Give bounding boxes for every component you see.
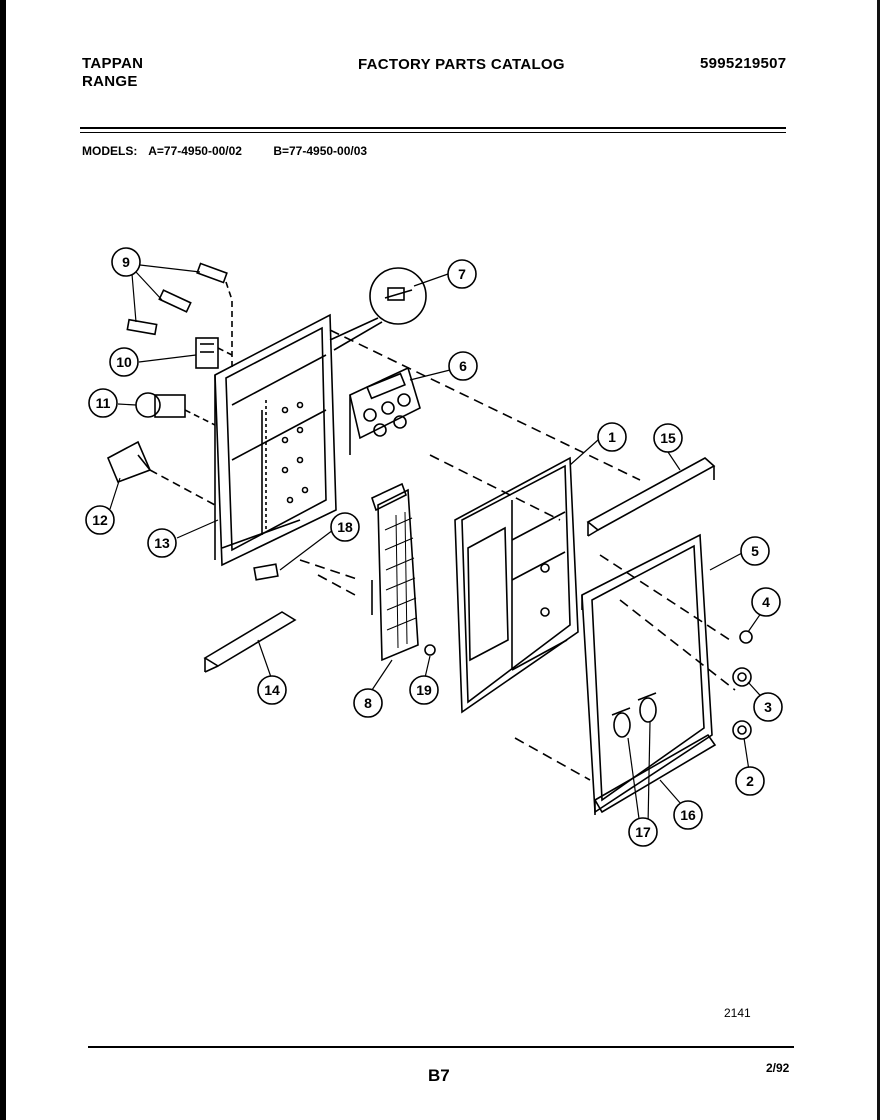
callout-13-circle bbox=[147, 528, 177, 558]
part-19-bulb bbox=[424, 644, 436, 656]
callout-10-circle bbox=[109, 347, 139, 377]
callout-9-circle bbox=[111, 247, 141, 277]
part-17-rollers bbox=[611, 692, 657, 738]
figure-number: 2141 bbox=[724, 1006, 751, 1020]
part-3-knob bbox=[732, 667, 752, 687]
callout-12-circle bbox=[85, 505, 115, 535]
part-1-faceplate bbox=[454, 456, 579, 714]
callout-19-circle bbox=[409, 675, 439, 705]
callout-16: 16 bbox=[680, 807, 696, 823]
scan-edge-left bbox=[0, 0, 6, 1120]
callout-2-circle bbox=[735, 766, 765, 796]
callout-18-circle bbox=[330, 512, 360, 542]
callout-17: 17 bbox=[635, 824, 651, 840]
model-b: B=77-4950-00/03 bbox=[273, 144, 368, 158]
part-12-terminal bbox=[106, 440, 216, 506]
callout-12: 12 bbox=[92, 512, 108, 528]
part-18-clip bbox=[253, 563, 279, 581]
callout-1: 1 bbox=[608, 429, 616, 445]
revision-date: 2/92 bbox=[766, 1061, 790, 1075]
part-14-bracket bbox=[203, 611, 297, 673]
part-6-timer bbox=[349, 366, 421, 455]
models-label: MODELS: bbox=[82, 144, 138, 158]
scan-edge-right bbox=[877, 0, 880, 1120]
model-a: A=77-4950-00/02 bbox=[148, 144, 242, 158]
callout-8-circle bbox=[353, 688, 383, 718]
callout-18: 18 bbox=[337, 519, 353, 535]
brand-block: TAPPAN RANGE bbox=[82, 55, 143, 91]
brand-line-1: TAPPAN bbox=[82, 55, 144, 72]
footer-rule bbox=[88, 1046, 794, 1048]
part-5-door-frame bbox=[581, 533, 713, 814]
callout-7-circle bbox=[447, 259, 477, 289]
callout-6-circle bbox=[448, 351, 478, 381]
callout-9: 9 bbox=[122, 254, 130, 270]
callout-6: 6 bbox=[459, 358, 467, 374]
models-line: MODELS: A=77-4950-00/02 B=77-4950-00/03 bbox=[82, 144, 375, 158]
callout-10: 10 bbox=[116, 354, 132, 370]
assembly-guide-lines bbox=[299, 329, 736, 781]
callout-5: 5 bbox=[751, 543, 759, 559]
callout-11: 11 bbox=[96, 395, 111, 411]
callout-8: 8 bbox=[364, 695, 372, 711]
callout-14: 14 bbox=[264, 682, 280, 698]
part-7-fastener bbox=[329, 267, 427, 351]
part-2-knob bbox=[732, 720, 752, 740]
callout-14-circle bbox=[257, 675, 287, 705]
callout-17-circle bbox=[628, 817, 658, 847]
part-10-relay bbox=[195, 337, 233, 369]
part-16-trim bbox=[593, 733, 717, 815]
part-15-trim bbox=[586, 457, 716, 537]
callout-4-circle bbox=[751, 587, 781, 617]
callout-19: 19 bbox=[416, 682, 432, 698]
callout-4: 4 bbox=[762, 594, 770, 610]
callout-3-circle bbox=[753, 692, 783, 722]
callout-5-circle bbox=[740, 536, 770, 566]
brand-line-2: RANGE bbox=[82, 73, 138, 90]
catalog-number: 5995219507 bbox=[700, 55, 787, 72]
leader-lines bbox=[109, 264, 769, 827]
header-rule-thick bbox=[80, 127, 786, 129]
page-number: B7 bbox=[428, 1066, 450, 1085]
part-9-connectors bbox=[126, 262, 233, 370]
header-rule-thin bbox=[80, 132, 786, 133]
callout-3: 3 bbox=[764, 699, 772, 715]
part-13-frame bbox=[214, 313, 337, 567]
callout-15-circle bbox=[653, 423, 683, 453]
part-11-switch bbox=[135, 392, 216, 426]
callout-13: 13 bbox=[154, 535, 170, 551]
part-8-keypad bbox=[371, 482, 419, 662]
callout-7: 7 bbox=[458, 266, 466, 282]
callout-2: 2 bbox=[746, 773, 754, 789]
callout-15: 15 bbox=[660, 430, 676, 446]
callout-1-circle bbox=[597, 422, 627, 452]
callout-16-circle bbox=[673, 800, 703, 830]
catalog-title: FACTORY PARTS CATALOG bbox=[358, 56, 565, 73]
callout-11-circle bbox=[88, 388, 118, 418]
part-4-knob bbox=[739, 630, 753, 644]
